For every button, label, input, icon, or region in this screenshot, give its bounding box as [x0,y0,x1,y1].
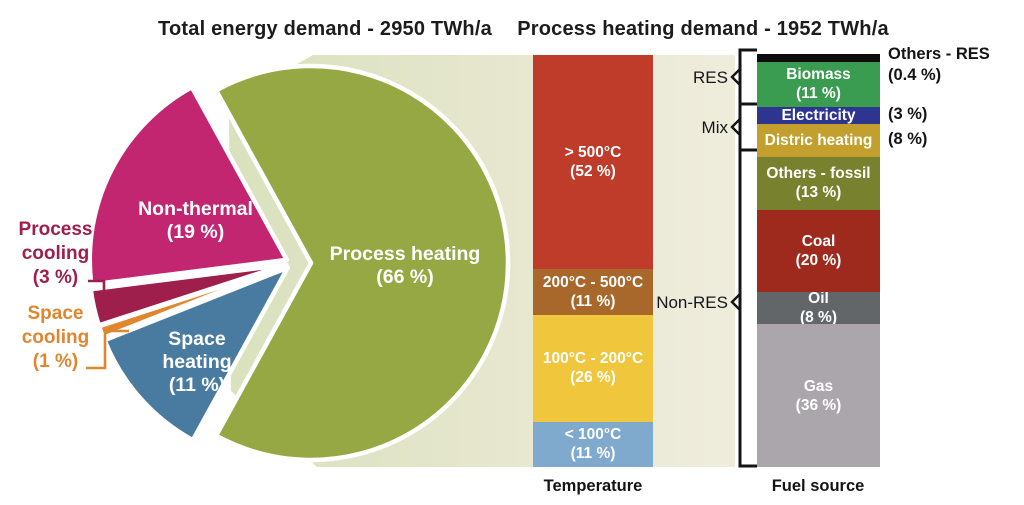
segment-pct: (13 %) [795,184,842,202]
bracket-res-pointer [730,68,741,86]
segment-pct: (11 %) [570,445,616,463]
pie-label-space-cooling-line: Space [27,303,84,324]
fuel-source-segment-gas: Gas(36 %) [757,324,880,467]
bracket-mix [738,102,757,152]
segment-label: Gas [803,377,834,395]
label-distric-heating-pct-line: (8 %) [888,130,928,149]
temperature-axis-label: Temperature [543,477,643,495]
pie-label-process-heating-line: (66 %) [376,266,434,288]
segment-label: Distric heating [764,131,873,149]
segment-pct: (52 %) [570,163,616,181]
segment-label: 200°C - 500°C [542,273,644,291]
label-electricity-pct-line: (3 %) [888,105,928,124]
bracket-label-mix: Mix [701,118,728,137]
temperature-segment-200-c-500-c: 200°C - 500°C(11 %) [533,269,653,315]
fuel-source-segment-others-fossil: Others - fossil(13 %) [757,156,880,210]
bracket-res [738,48,757,106]
bracket-mix-pointer [730,118,741,136]
pie-chart [87,63,511,463]
pie-label-non-thermal: Non-thermal(19 %) [128,198,263,244]
pie-label-space-cooling-line: cooling [21,327,90,348]
bracket-label-non-res: Non-RES [656,293,728,312]
pie-slice-non-thermal [87,84,290,287]
segment-pct: (11 %) [570,292,616,310]
pie-label-process-heating: Process heating(66 %) [305,243,505,289]
connector-space-cooling [86,329,129,370]
label-others-res-line: Others - RES [888,45,990,63]
pie-label-non-thermal-line: (19 %) [166,221,225,243]
temperature-segment-100-c: < 100°C(11 %) [533,421,653,467]
pie-label-space-heating-line: heating [162,351,232,373]
connector-process-cooling [88,279,120,312]
temperature-segment-100-c-200-c: 100°C - 200°C(26 %) [533,314,653,422]
segment-label: Biomass [786,66,851,84]
bracket-non-res [738,148,757,468]
segment-pct: (36 %) [795,396,842,414]
pie-slice-space-heating [102,265,290,443]
label-connectors [86,279,129,370]
label-electricity-pct: (3 %) [888,104,927,125]
bracket-label-res: RES [693,68,728,87]
fuel-source-segment-electricity: Electricity [757,106,880,124]
segment-label: Coal [801,232,836,250]
bars-title: Process heating demand - 1952 TWh/a [517,18,889,40]
segment-pct: (11 %) [796,85,841,103]
segment-pct: (26 %) [570,369,616,387]
fuel-source-segment-others-res [757,54,880,62]
pie-label-process-heating-line: Process heating [329,243,481,265]
fuel-source-axis-label: Fuel source [771,477,865,495]
fuel-source-segment-distric-heating: Distric heating [757,123,880,157]
segment-label: Electricity [781,106,856,124]
segment-pct: (20 %) [795,251,842,269]
segment-pct: (8 %) [799,309,838,325]
segment-label: Oil [808,291,829,308]
segment-label: < 100°C [564,426,622,444]
fuel-source-segment-oil: Oil(8 %) [757,291,880,325]
pie-label-space-heating-line: Space [168,328,226,350]
pie-slice-process-heating [213,63,511,463]
segment-label: 100°C - 200°C [542,350,644,368]
segment-label: > 500°C [564,144,622,162]
pie-label-process-cooling-line: cooling [21,243,90,264]
pie-label-space-cooling: Space cooling (1 %) [8,302,103,374]
fuel-source-segment-coal: Coal(20 %) [757,209,880,292]
fuel-group-brackets [730,48,757,468]
label-others-res-line: (0.4 %) [888,66,942,84]
pie-slice-process-cooling [88,262,289,328]
pie-label-process-cooling-line: (3 %) [32,267,79,288]
segment-label: Others - fossil [766,165,871,183]
pie-label-process-cooling: Process cooling (3 %) [8,218,103,290]
bracket-non-res-pointer [730,293,741,311]
temperature-bar: > 500°C(52 %)200°C - 500°C(11 %)100°C - … [533,55,653,467]
label-others-res: Others - RES (0.4 %) [888,44,990,86]
pie-label-process-cooling-line: Process [18,219,93,240]
pie-title: Total energy demand - 2950 TWh/a [158,18,492,40]
label-distric-heating-pct: (8 %) [888,129,927,150]
fuel-source-segment-biomass: Biomass(11 %) [757,62,880,107]
temperature-segment-500-c: > 500°C(52 %) [533,55,653,270]
pie-label-space-cooling-line: (1 %) [32,351,79,372]
pie-label-space-heating-line: (11 %) [168,374,226,396]
pie-label-non-thermal-line: Non-thermal [138,198,253,220]
